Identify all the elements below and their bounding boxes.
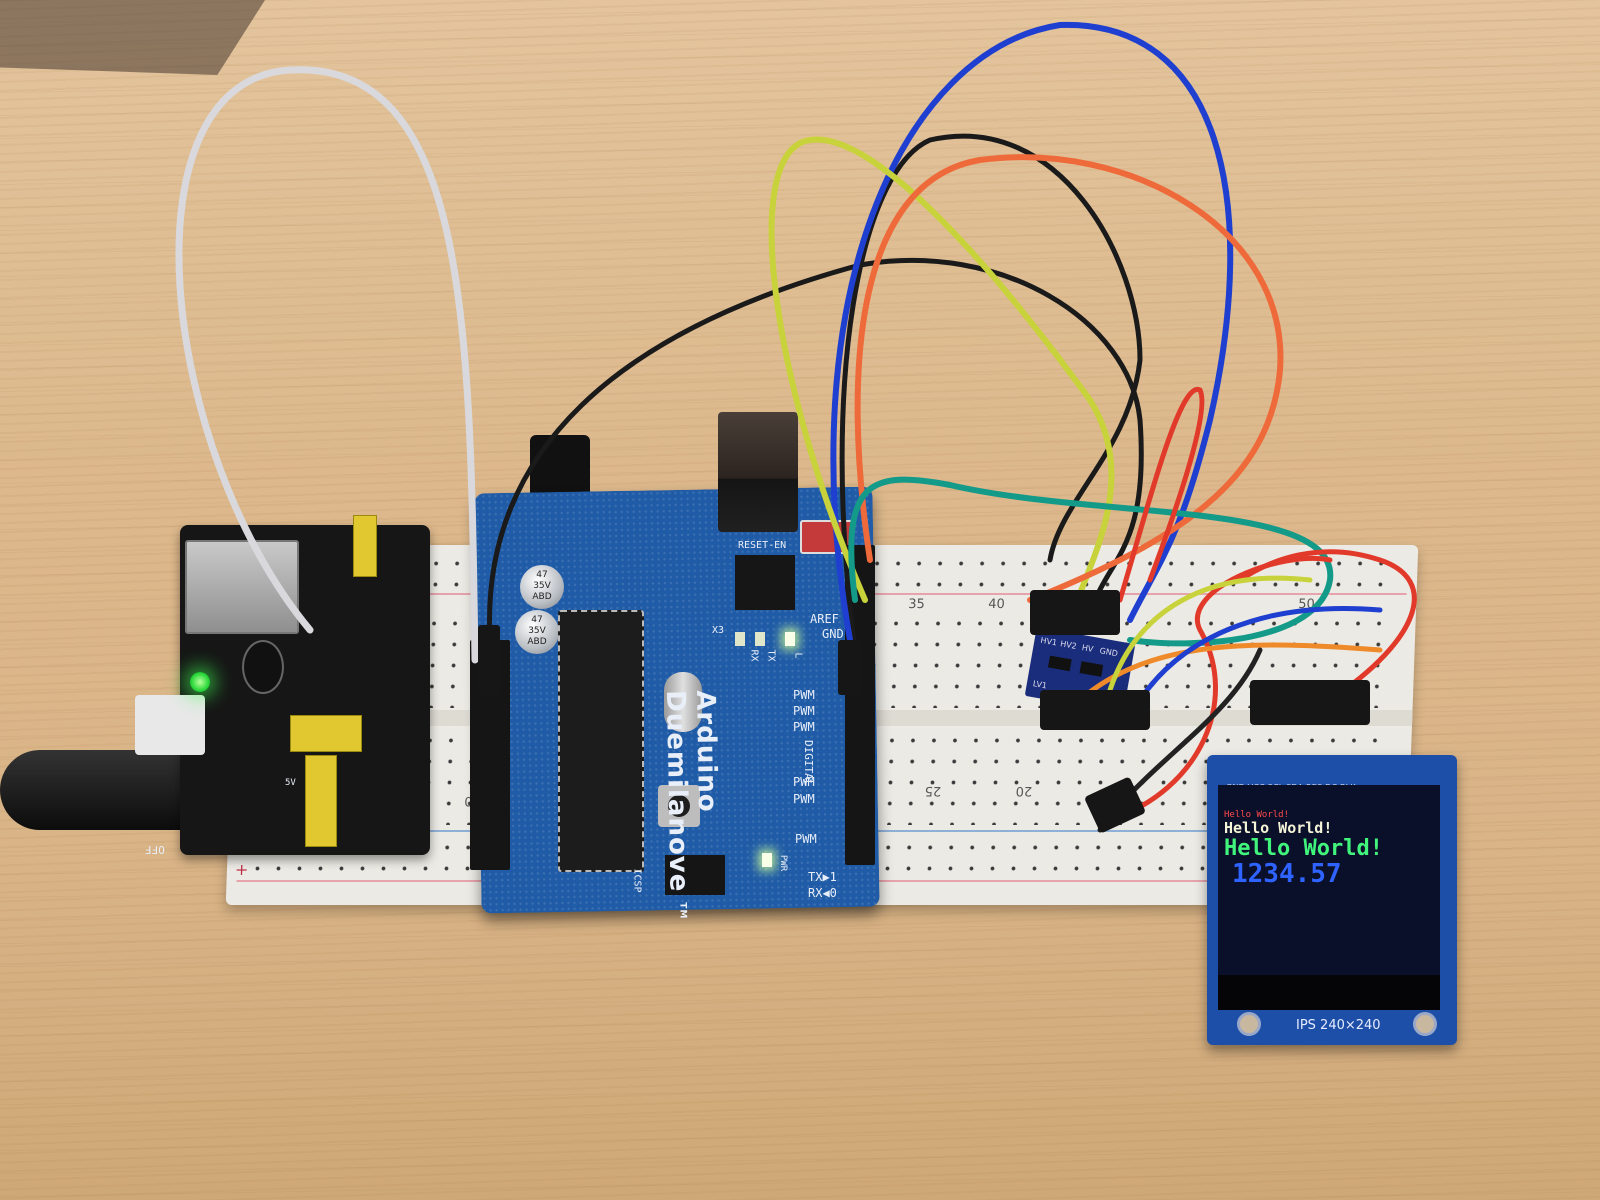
pwr-led-icon <box>762 853 772 867</box>
wire-orange <box>854 154 1284 603</box>
capacitor-2: 47 35V ABD <box>515 610 559 654</box>
aref-label: AREF <box>810 612 839 626</box>
model-name: Duemilanove <box>660 690 694 893</box>
ftdi-chip <box>735 555 795 610</box>
breadboard-rail-plus: + <box>234 860 249 879</box>
reset-button[interactable] <box>658 785 700 827</box>
usb-b-port <box>718 412 798 532</box>
icsp-header <box>665 855 725 895</box>
trademark: TM <box>677 902 688 920</box>
breadboard-col-35: 35 <box>907 597 926 612</box>
arduino-model-label: Duemilanove TM <box>660 690 694 920</box>
atmega-microcontroller <box>558 610 644 872</box>
mount-hole-right <box>1413 1012 1437 1036</box>
rx-pin-label: RX◀0 <box>808 886 837 900</box>
pwm-label-10: PWM <box>793 704 815 718</box>
pwm-label-9: PWM <box>793 720 815 734</box>
ls-pin-gnd: GND <box>1098 646 1119 659</box>
crystal-oscillator <box>664 672 702 732</box>
jumper-block <box>290 715 362 752</box>
tx-pin-label: TX▶1 <box>808 870 837 884</box>
gnd-label: GND <box>822 627 844 641</box>
pwm-label-6: PWM <box>793 775 815 789</box>
breadboard-col-15: 15 <box>1105 783 1123 798</box>
breadboard-col-50: 50 <box>1297 597 1316 612</box>
pwr-label: PWR <box>778 854 789 872</box>
l-label: L <box>792 652 804 659</box>
pwm-label-5: PWM <box>793 792 815 806</box>
rx-label: RX <box>748 649 760 662</box>
reset-en-label: RESET-EN <box>738 540 787 551</box>
capacitor-1: 47 35V ABD <box>520 565 564 609</box>
mount-hole-left <box>1237 1012 1261 1036</box>
ls-pin-hv2: HV2 <box>1059 639 1078 651</box>
digital-label: DIGITAL <box>802 740 815 787</box>
x3-label: X3 <box>712 625 725 636</box>
mosfet-1 <box>1047 655 1072 672</box>
led-rx <box>735 632 745 646</box>
tx-label: TX <box>765 649 777 662</box>
ls-pin-hv: HV <box>1081 643 1095 654</box>
led-tx <box>755 632 765 646</box>
digital-pin-header <box>845 545 875 865</box>
screen-text-medium: Hello World! <box>1224 819 1333 837</box>
screen-text-large: Hello World! <box>1224 836 1383 861</box>
ls-pin-gnd-low: GND <box>1085 688 1105 701</box>
arduino-brand-label: Arduino <box>690 690 722 813</box>
display-model-label: IPS 240×240 <box>1296 1018 1381 1033</box>
brand-name: Arduino <box>690 690 723 813</box>
power-module-label-off: OFF <box>145 843 165 856</box>
screen-bezel-bottom <box>1218 975 1440 1010</box>
breadboard-col-25: 25 <box>924 783 942 798</box>
ls-pin-lv1: LV1 <box>1032 679 1048 691</box>
table-shadow <box>0 0 265 75</box>
led-l <box>785 632 795 646</box>
jumper-block-vertical <box>305 755 337 847</box>
breadboard-col-20: 20 <box>1015 783 1033 798</box>
electrolytic-capacitor <box>242 640 284 694</box>
pwm-label-11: PWM <box>793 688 815 702</box>
breadboard-col-40: 40 <box>987 597 1006 612</box>
icsp-label: ICSP <box>631 868 643 893</box>
power-analog-header <box>470 640 510 870</box>
jumper-top <box>353 515 377 577</box>
pwm-label-3: PWM <box>795 832 817 846</box>
usb-a-port <box>185 540 299 634</box>
power-led-icon <box>190 672 210 692</box>
ls-pin-hv1: HV1 <box>1039 635 1058 648</box>
mosfet-2 <box>1079 661 1104 677</box>
power-module-label-5v: 5V <box>285 778 296 788</box>
power-switch[interactable] <box>135 695 205 755</box>
screen-number: 1234.57 <box>1232 859 1342 889</box>
